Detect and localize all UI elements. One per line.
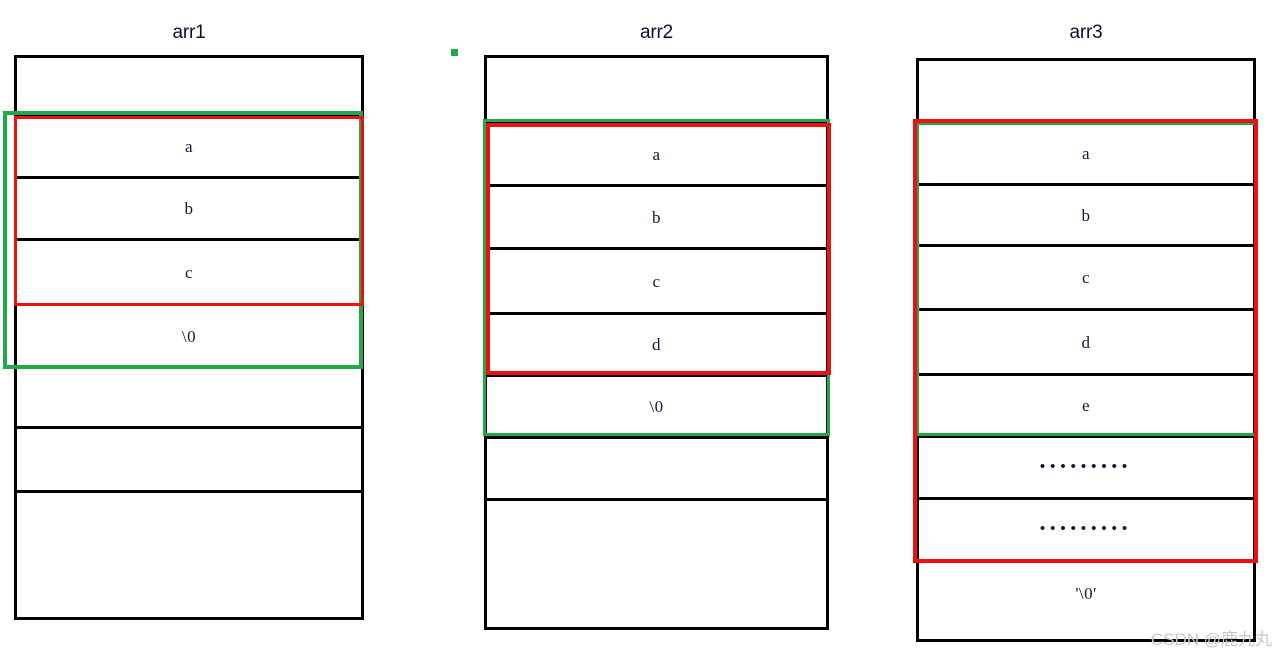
array-cell: '\0' xyxy=(919,562,1253,625)
array-cell: c xyxy=(487,250,826,315)
array-cell xyxy=(487,58,826,124)
array-cell: d xyxy=(919,311,1253,376)
green-square-mark xyxy=(451,49,458,56)
cell-label: d xyxy=(652,335,661,354)
array-cell: ••••••••• xyxy=(919,500,1253,562)
array-cell xyxy=(487,439,826,501)
array-title-arr2: arr2 xyxy=(640,22,673,43)
array-cell: a xyxy=(17,116,361,179)
array-cell xyxy=(17,58,361,116)
array-cell xyxy=(487,501,826,563)
array-cell xyxy=(17,493,361,555)
array-cell: a xyxy=(487,124,826,187)
array-cell: b xyxy=(487,187,826,250)
array-title-arr3: arr3 xyxy=(1069,22,1103,43)
cell-label: c xyxy=(184,262,194,282)
array-cell: \0 xyxy=(17,306,361,369)
array-cell: d xyxy=(487,315,826,377)
array-column-arr3: arr3 a b c d e ••••••••• xyxy=(913,22,1258,642)
cell-label: a xyxy=(652,144,661,164)
array-cell: \0 xyxy=(487,377,826,439)
cell-label: e xyxy=(1081,396,1091,415)
cell-label: b xyxy=(184,199,194,218)
array-cell: c xyxy=(919,247,1253,311)
array-cell: e xyxy=(919,376,1253,438)
cell-label: \0 xyxy=(649,397,664,416)
array-cell: b xyxy=(17,179,361,241)
cell-label: '\0' xyxy=(1075,584,1097,603)
array-cells-arr2: a b c d \0 xyxy=(484,55,829,630)
array-cells-arr3: a b c d e ••••••••• ••••••••• '\0' xyxy=(916,58,1256,642)
cell-label: \0 xyxy=(181,326,197,346)
array-cell: b xyxy=(919,186,1253,247)
array-cell: c xyxy=(17,241,361,306)
array-cell xyxy=(17,369,361,429)
array-cells-arr1: a b c \0 xyxy=(14,55,364,620)
array-cell xyxy=(919,61,1253,124)
array-title-arr1: arr1 xyxy=(172,22,206,43)
cell-label: b xyxy=(652,207,661,227)
cell-label: c xyxy=(652,271,661,291)
watermark: CSDN @鹿九丸 xyxy=(1150,630,1272,649)
cell-label: ••••••••• xyxy=(1039,521,1133,537)
cell-label: b xyxy=(1081,205,1091,225)
cell-label: c xyxy=(1081,268,1091,287)
array-column-arr2: arr2 a b c d \0 xyxy=(483,22,831,630)
array-cell: ••••••••• xyxy=(919,438,1253,500)
array-cell xyxy=(17,429,361,493)
array-column-arr1: arr1 a b c \0 xyxy=(3,22,364,622)
cell-label: d xyxy=(1081,332,1091,352)
cell-label: ••••••••• xyxy=(1039,459,1133,475)
cell-label: a xyxy=(184,136,194,156)
array-cell: a xyxy=(919,124,1253,186)
cell-label: a xyxy=(1081,144,1091,163)
